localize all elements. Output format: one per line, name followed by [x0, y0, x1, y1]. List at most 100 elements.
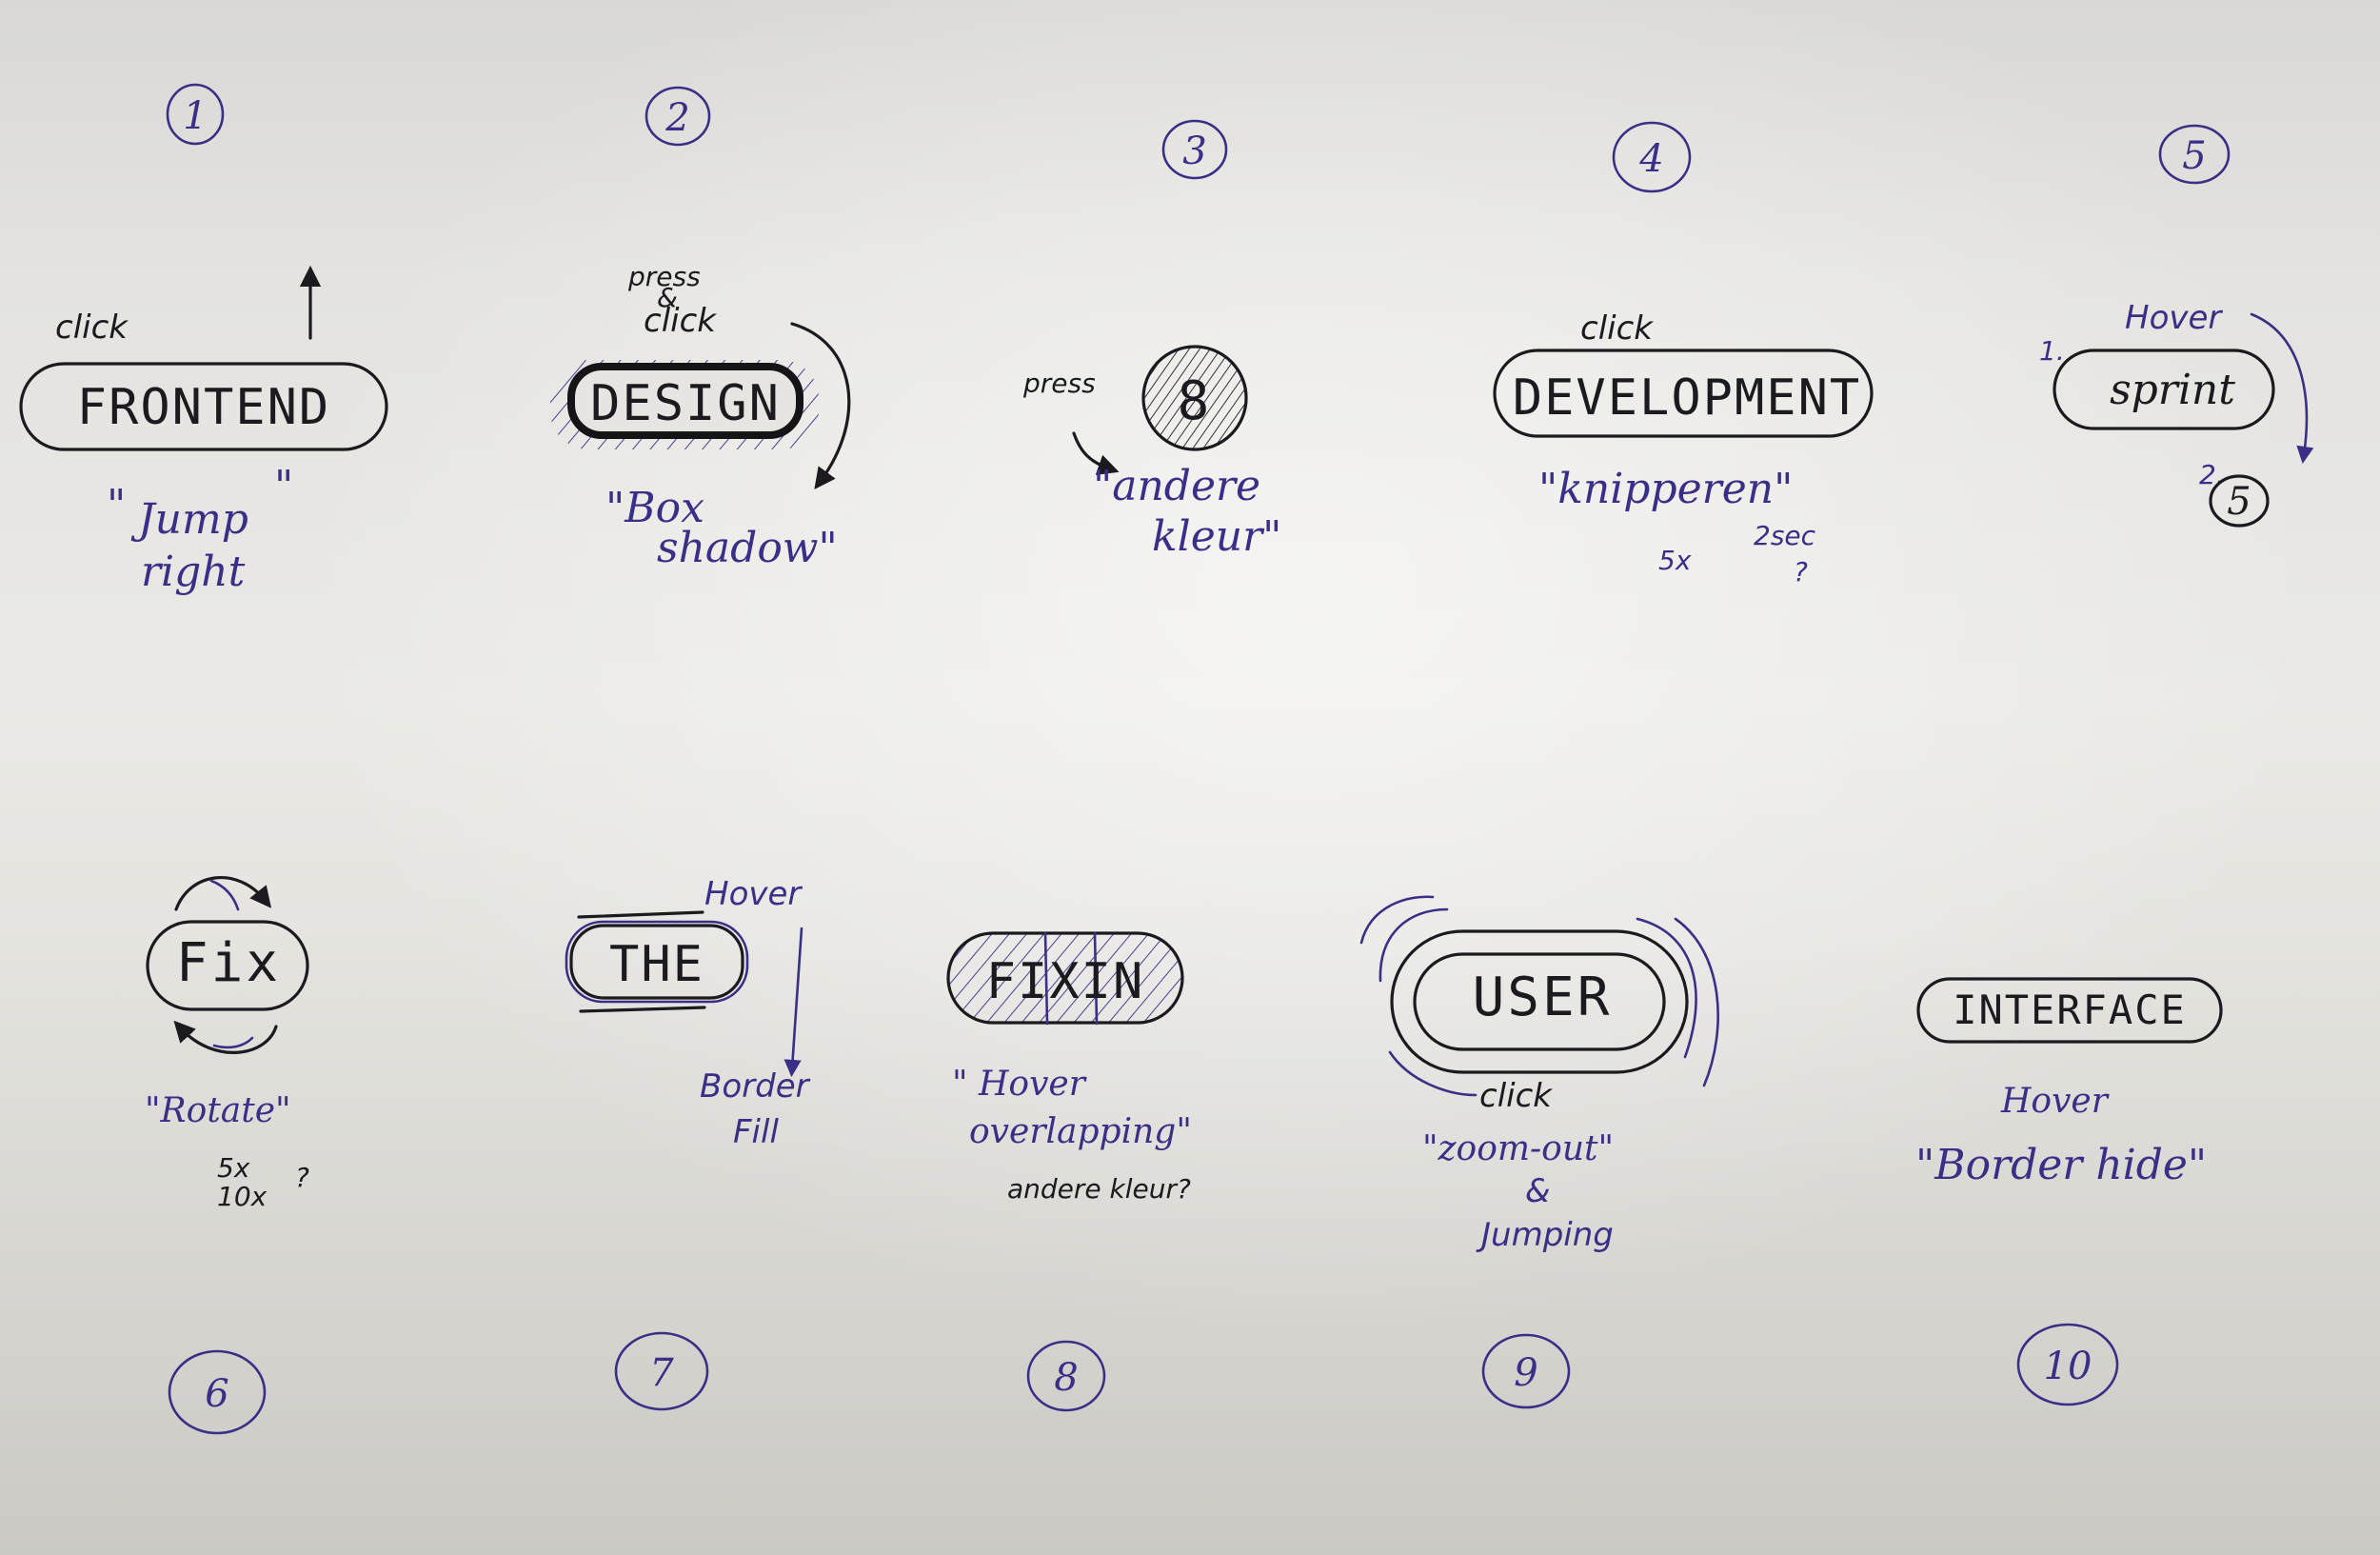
number-6: 6	[205, 1372, 228, 1416]
rotate-arrow-bottom	[173, 1020, 278, 1054]
number-5: 5	[2182, 134, 2206, 178]
note-2-line1: "Box	[605, 484, 704, 532]
overlap-hatch	[948, 933, 1182, 1023]
round-button-fill	[1143, 347, 1246, 449]
note-6-line1: "Rotate"	[145, 1091, 291, 1130]
note-8-line2: overlapping"	[969, 1112, 1192, 1151]
number-circle-5	[2158, 124, 2231, 185]
note-4-duration: 2sec	[1754, 520, 1816, 551]
trigger-label-2a: press	[627, 261, 701, 292]
number-circle-4	[1612, 121, 1692, 193]
round-button-outline	[1141, 345, 1248, 451]
interface-button-outline	[1916, 977, 2223, 1044]
number-3: 3	[1182, 130, 1206, 173]
trigger-label-7: Hover	[704, 875, 803, 913]
press-arrow-3	[1072, 431, 1120, 475]
trigger-label-2b: &	[657, 282, 678, 313]
note-8-line1: " Hover	[952, 1065, 1087, 1104]
note-6-count1: 5x	[217, 1152, 250, 1184]
number-circle-6	[168, 1349, 267, 1435]
number-2: 2	[664, 96, 689, 140]
zoom-wave-2	[1378, 907, 1449, 983]
sketch-9: USER click "zoom-out" & Jumping	[1359, 895, 1719, 1254]
user-button-label: USER	[1473, 967, 1613, 1028]
sketch-6: Fix "Rotate" 5x 10x ?	[145, 876, 309, 1212]
trigger-label-4: click	[1580, 309, 1654, 348]
number-1: 1	[183, 94, 207, 138]
number-circle-9	[1481, 1333, 1571, 1409]
zoom-wave-1	[1359, 895, 1435, 945]
number-4: 4	[1638, 137, 1663, 181]
overlap-button-outline	[946, 931, 1184, 1025]
sketch-5: 5 Hover 1. sprint 2. 5	[2039, 124, 2314, 528]
zoom-wave-3	[1388, 1050, 1478, 1097]
number-circle-1	[166, 83, 225, 146]
note-3-line2: kleur"	[1152, 512, 1281, 561]
user-button-outline	[1413, 952, 1666, 1051]
note-2-line2: shadow"	[657, 524, 838, 572]
number-circle-8	[1026, 1340, 1106, 1412]
note-1-line1: Jump	[130, 495, 248, 544]
sketch-2: 2 press & click DESIGN "Box shadow"	[550, 86, 851, 572]
development-button-outline	[1493, 349, 1874, 438]
frontend-button-label: FRONTEND	[77, 379, 330, 436]
note-6-count2: 10x	[217, 1181, 268, 1212]
note-7-line2: Fill	[733, 1113, 779, 1151]
user-button-outer	[1390, 929, 1689, 1074]
step2-label: 5	[2227, 480, 2251, 524]
note-9-line1: "zoom-out"	[1422, 1129, 1614, 1168]
sprint-button-label: sprint	[2110, 366, 2235, 414]
trigger-label-9: click	[1479, 1077, 1553, 1115]
trigger-label-3: press	[1022, 368, 1096, 399]
bottom-numbers: 6 7 8 9 10	[168, 1323, 2119, 1435]
sketch-4: 4 click DEVELOPMENT "knipperen" 5x 2sec …	[1493, 121, 1874, 588]
fix-button-outline	[146, 920, 309, 1011]
number-circle-10	[2016, 1323, 2119, 1406]
press-arrow	[790, 322, 851, 490]
hover-arrow-5	[2250, 312, 2314, 465]
overlap-divider-1	[1043, 931, 1049, 1026]
note-10-line1: "Border hide"	[1915, 1141, 2207, 1189]
number-circle-7	[614, 1331, 709, 1411]
zoom-wave-4	[1636, 917, 1697, 1059]
number-8: 8	[1054, 1356, 1078, 1400]
fix-button-label: Fix	[176, 932, 281, 994]
number-circle-3	[1161, 119, 1228, 180]
sketch-8: FIXIN " Hover overlapping" andere kleur?	[946, 931, 1192, 1205]
note-4-question: ?	[1794, 556, 1808, 588]
note-1-quote-open: "	[107, 481, 126, 529]
overlap-divider-2	[1093, 931, 1099, 1026]
sketch-1: 1 click FRONTEND " Jump " right	[19, 83, 388, 596]
sketch-10: INTERFACE Hover "Border hide"	[1915, 977, 2223, 1189]
note-4-line1: "knipperen"	[1538, 465, 1793, 513]
round-button-label: 8	[1178, 370, 1213, 432]
zoom-wave-5	[1674, 917, 1719, 1087]
note-6-question: ?	[295, 1162, 309, 1193]
trigger-label-2c: click	[644, 302, 717, 340]
frontend-button-outline	[19, 362, 388, 451]
number-7: 7	[649, 1351, 674, 1395]
number-circle-2	[645, 86, 711, 147]
step2-circle	[2209, 474, 2270, 528]
note-9-line3: Jumping	[1476, 1216, 1614, 1254]
note-4-count: 5x	[1658, 545, 1692, 576]
note-7-line1: Border	[700, 1067, 811, 1106]
design-button-label: DESIGN	[590, 375, 781, 432]
interface-button-label: INTERFACE	[1953, 987, 2187, 1033]
border-fill-bottom	[579, 1006, 706, 1013]
trigger-label-1: click	[55, 309, 129, 347]
border-fill-top	[577, 910, 704, 919]
sketch-7: Hover THE Border Fill	[565, 875, 811, 1151]
sketch-3: 3 press 8 "andere kleur"	[1022, 119, 1281, 561]
the-button-inner	[569, 924, 744, 1000]
the-button-label: THE	[609, 936, 704, 993]
design-button-outline	[567, 363, 803, 439]
step2-marker: 2.	[2199, 459, 2225, 490]
note-1-line2: right	[141, 548, 246, 596]
development-button-label: DEVELOPMENT	[1513, 369, 1861, 427]
sprint-button-outline	[2053, 349, 2275, 430]
note-8-line3: andere kleur?	[1007, 1173, 1191, 1205]
the-button-outline	[565, 920, 749, 1004]
